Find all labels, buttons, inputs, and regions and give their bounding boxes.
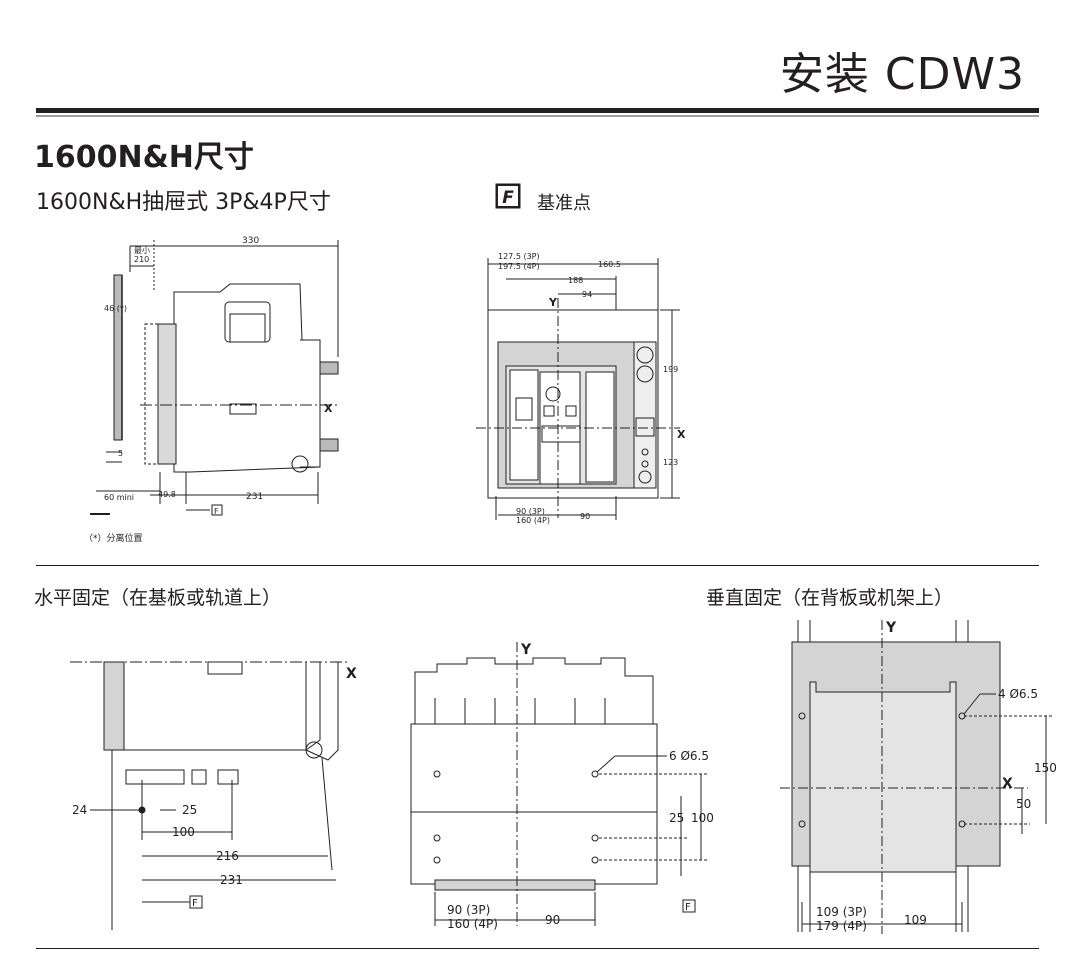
svg-text:Y: Y <box>548 296 558 309</box>
svg-text:94: 94 <box>582 290 592 299</box>
svg-text:90 (3P): 90 (3P) <box>447 903 490 917</box>
svg-text:179 (4P): 179 (4P) <box>816 919 867 933</box>
footer-divider <box>36 948 1039 949</box>
svg-text:160 (4P): 160 (4P) <box>516 516 550 525</box>
svg-text:X: X <box>324 402 333 415</box>
svg-text:197.5 (4P): 197.5 (4P) <box>498 262 540 271</box>
svg-text:216: 216 <box>216 849 239 863</box>
svg-text:109 (3P): 109 (3P) <box>816 905 867 919</box>
svg-text:F: F <box>192 898 198 909</box>
vertical-mount-drawing: Y 4 Ø6.5 X 150 50 109 (3P) 179 (4P) 109 <box>780 620 1057 934</box>
side-view-drawing: 最小 210 330 46 (*) X 5 60 mini 49.8 231 F <box>90 236 339 516</box>
svg-text:Y: Y <box>885 620 897 636</box>
svg-text:231: 231 <box>246 492 263 502</box>
svg-text:199: 199 <box>663 365 678 374</box>
svg-text:最小: 最小 <box>134 246 150 255</box>
svg-text:6 Ø6.5: 6 Ø6.5 <box>669 749 709 763</box>
svg-text:5: 5 <box>118 449 123 458</box>
separation-note: （*）分离位置 <box>84 534 143 544</box>
svg-text:50: 50 <box>1016 797 1031 811</box>
svg-text:F: F <box>685 902 691 913</box>
svg-text:90 (3P): 90 (3P) <box>516 507 545 516</box>
horizontal-side-drawing: X 24 25 100 216 231 F <box>70 661 357 930</box>
svg-text:90: 90 <box>545 913 560 927</box>
svg-text:160 (4P): 160 (4P) <box>447 917 498 931</box>
svg-text:46 (*): 46 (*) <box>104 304 127 313</box>
svg-text:210: 210 <box>134 255 149 264</box>
horizontal-mount-title: 水平固定（在基板或轨道上） <box>34 587 282 609</box>
svg-text:127.5 (3P): 127.5 (3P) <box>498 252 540 261</box>
header-rule-shadow <box>36 115 1039 117</box>
reference-f-icon: F <box>495 183 521 209</box>
svg-text:160.5: 160.5 <box>598 260 621 269</box>
horizontal-plan-drawing: Y 6 Ø6.5 25 100 90 (3P) 160 (4P) 90 F <box>410 642 714 931</box>
header-rule <box>36 108 1039 113</box>
svg-text:90: 90 <box>580 512 590 521</box>
svg-text:F: F <box>502 188 514 208</box>
svg-text:100: 100 <box>172 825 195 839</box>
svg-text:109: 109 <box>904 913 927 927</box>
svg-text:188: 188 <box>568 276 583 285</box>
svg-text:X: X <box>677 428 686 441</box>
header-title: 安装 CDW3 <box>779 49 1025 100</box>
front-view-drawing: 127.5 (3P) 197.5 (4P) 160.5 188 94 Y 199… <box>476 252 686 525</box>
svg-text:F: F <box>214 507 219 516</box>
svg-text:Y: Y <box>520 642 532 658</box>
svg-text:4 Ø6.5: 4 Ø6.5 <box>998 687 1038 701</box>
svg-text:25: 25 <box>182 803 197 817</box>
svg-text:X: X <box>346 666 357 682</box>
svg-text:231: 231 <box>220 873 243 887</box>
svg-text:25: 25 <box>669 811 684 825</box>
svg-text:49.8: 49.8 <box>158 490 176 499</box>
svg-text:100: 100 <box>691 811 714 825</box>
reference-label: 基准点 <box>537 193 591 214</box>
vertical-mount-title: 垂直固定（在背板或机架上） <box>706 587 954 609</box>
svg-text:330: 330 <box>242 236 259 246</box>
section-subtitle: 1600N&H抽屉式 3P&4P尺寸 <box>36 190 331 215</box>
section-title: 1600N&H尺寸 <box>34 140 254 175</box>
svg-text:150: 150 <box>1034 761 1057 775</box>
svg-text:X: X <box>1002 776 1013 792</box>
svg-text:123: 123 <box>663 458 678 467</box>
svg-text:24: 24 <box>72 803 87 817</box>
svg-text:60 mini: 60 mini <box>104 493 134 502</box>
section-divider <box>36 565 1039 566</box>
